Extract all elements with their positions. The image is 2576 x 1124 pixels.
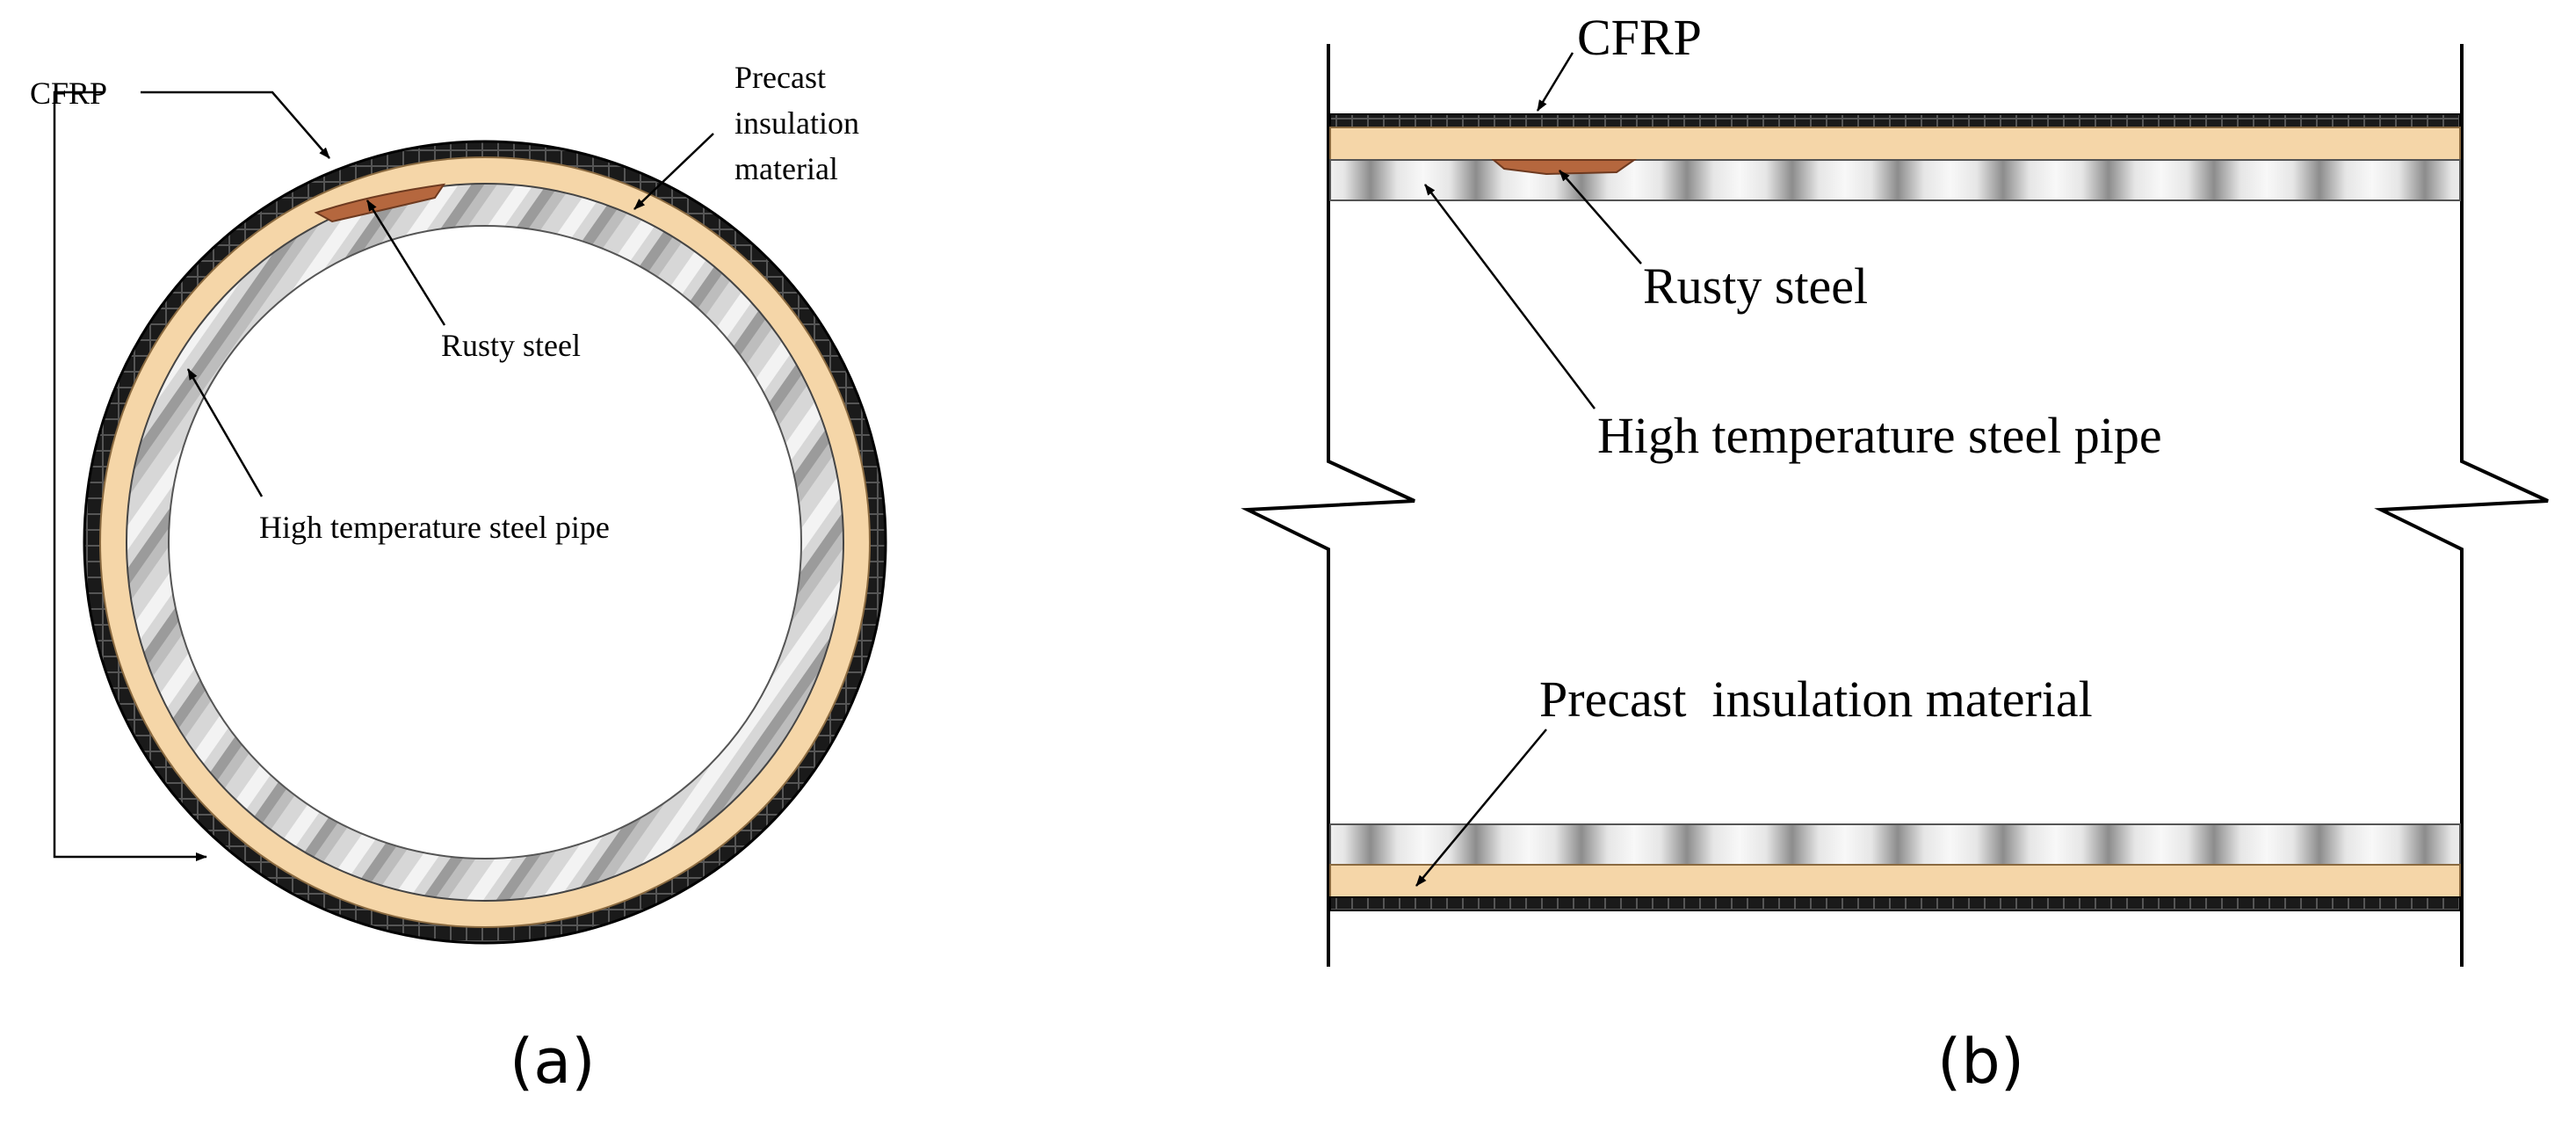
precast-leader (633, 133, 714, 210)
insulation-layer-top (1329, 127, 2461, 161)
rusty-steel-label: Rusty steel (441, 328, 581, 363)
steel-layer-bottom (1329, 823, 2461, 866)
panel-a: CFRP Precast insulation material Rusty s… (30, 60, 887, 1098)
precast-label-line3: material (734, 151, 838, 186)
break-line-right (2374, 44, 2549, 967)
cfrp-bracket-leader (53, 91, 207, 861)
rusty-steel-label-b: Rusty steel (1643, 257, 1868, 315)
break-line-left (1241, 44, 1415, 967)
precast-label-line1: Precast (734, 60, 826, 95)
cfrp-label: CFRP (30, 76, 107, 111)
caption-b: (b) (1937, 1026, 2024, 1098)
pipe-bore (168, 225, 802, 859)
pipe-leader (186, 368, 264, 497)
rust-patch (314, 183, 446, 223)
panel-b: CFRP Rusty steel High temperature steel … (1241, 9, 2549, 1098)
insulation-label-b: Precast insulation material (1539, 671, 2093, 728)
rusty-leader (365, 199, 446, 326)
rusty-leader-b (1559, 170, 1642, 265)
pipe-label-b: High temperature steel pipe (1597, 407, 2162, 464)
cfrp-label-b: CFRP (1577, 9, 1702, 66)
precast-label-line2: insulation (734, 105, 859, 141)
insulation-layer-bottom (1329, 864, 2461, 898)
pipe-label: High temperature steel pipe (259, 510, 610, 545)
insulation-leader-b (1415, 729, 1547, 887)
caption-a: (a) (510, 1026, 596, 1098)
pipe-leader-b (1424, 184, 1596, 410)
cfrp-leader-b (1536, 52, 1574, 112)
rust-patch-longitudinal (1491, 159, 1638, 176)
cfrp-leader (141, 91, 330, 159)
cfrp-layer-bottom (1329, 896, 2461, 911)
cfrp-layer-top (1329, 113, 2461, 128)
